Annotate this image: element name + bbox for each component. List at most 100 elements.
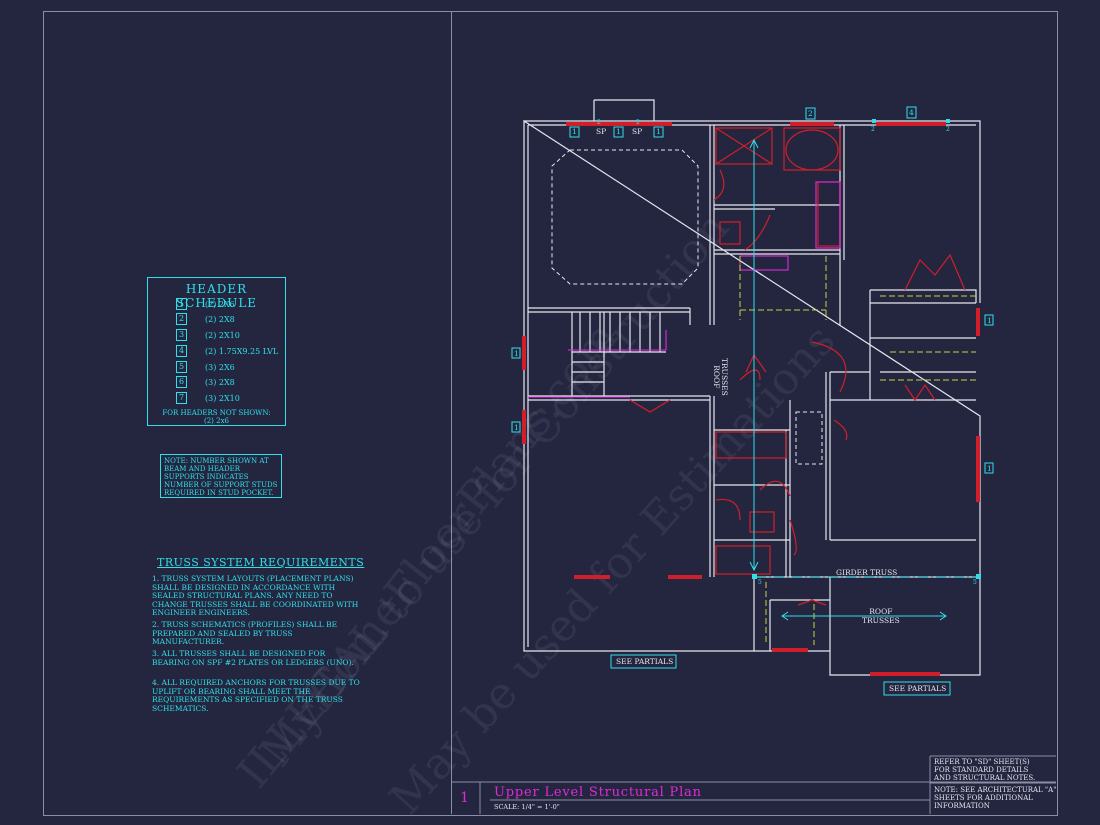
exterior-wall bbox=[829, 577, 981, 676]
shower bbox=[715, 127, 773, 165]
header-schedule-row: 2(2) 2X8 bbox=[176, 313, 235, 325]
see-partials-box bbox=[610, 654, 677, 669]
see-partials-label: SEE PARTIALS bbox=[889, 684, 947, 693]
header-tag bbox=[805, 107, 816, 120]
see-partials-label: SEE PARTIALS bbox=[616, 657, 674, 666]
tub bbox=[785, 129, 839, 171]
interior-wall bbox=[869, 289, 977, 400]
exterior-wall bbox=[523, 119, 981, 652]
header-schedule-title: HEADER SCHEDULE bbox=[175, 282, 258, 310]
trusses-roof-label: TRUSSES ROOF bbox=[712, 358, 729, 396]
header-schedule-row: 7(3) 2X10 bbox=[176, 392, 240, 404]
header-beam bbox=[790, 122, 834, 126]
stud-pocket bbox=[976, 574, 981, 579]
interior-wall bbox=[714, 429, 790, 541]
title-block-border bbox=[929, 755, 1056, 814]
header-schedule-row: 4(2) 1.75X9.25 LVL bbox=[176, 345, 278, 357]
interior-wall bbox=[528, 307, 691, 325]
stud-count: 2 bbox=[636, 119, 640, 126]
header-tag-number: 4 bbox=[909, 108, 914, 117]
interior-wall bbox=[709, 396, 715, 577]
stud-count: 2 bbox=[597, 119, 601, 126]
header-schedule-footer: FOR HEADERS NOT SHOWN: (2) 2x6 bbox=[162, 409, 271, 425]
stud-count: 5 bbox=[973, 579, 977, 586]
exterior-wall bbox=[527, 124, 976, 647]
vaulted-ceiling-outline bbox=[551, 149, 699, 285]
header-tag bbox=[511, 421, 521, 433]
interior-wall bbox=[825, 372, 976, 541]
header-tag bbox=[653, 126, 664, 138]
header-tag-number: 1 bbox=[987, 316, 992, 325]
support-post-label: SP bbox=[596, 127, 607, 136]
header-tag bbox=[613, 126, 624, 138]
door-swing bbox=[715, 214, 791, 521]
vanity bbox=[817, 181, 841, 247]
header-tag-number: 1 bbox=[572, 127, 577, 136]
stud-count: 5 bbox=[758, 579, 762, 586]
header-tag bbox=[569, 126, 580, 138]
header-schedule-row: 1(2) 2X6 bbox=[176, 298, 235, 310]
interior-wall bbox=[709, 125, 715, 325]
header-tag bbox=[511, 347, 521, 359]
stud-pocket-note: NOTE: NUMBER SHOWN AT BEAM AND HEADER SU… bbox=[160, 454, 282, 498]
truss-requirement-item: 1. TRUSS SYSTEM LAYOUTS (PLACEMENT PLANS… bbox=[152, 574, 359, 618]
refer-sd-note: REFER TO "SD" SHEET(S) FOR STANDARD DETA… bbox=[934, 758, 1036, 782]
truss-requirement-item: 2. TRUSS SCHEMATICS (PROFILES) SHALL BE … bbox=[152, 620, 338, 647]
fireplace-outline bbox=[795, 411, 823, 465]
roof-truss-arrow bbox=[781, 611, 947, 621]
cabinet bbox=[739, 255, 789, 271]
header-tag-number: 2 bbox=[808, 109, 813, 118]
support-post-label: SP bbox=[632, 127, 643, 136]
door-swing bbox=[904, 253, 966, 402]
chimney-bump bbox=[593, 99, 655, 121]
door-swing bbox=[713, 169, 848, 556]
header-schedule-row: 5(3) 2X6 bbox=[176, 361, 235, 373]
roof-trusses-label: ROOF TRUSSES bbox=[862, 607, 900, 625]
header-schedule-row: 3(2) 2X10 bbox=[176, 329, 240, 341]
header-tag bbox=[984, 462, 994, 474]
cabinet bbox=[815, 181, 841, 249]
header-beam bbox=[976, 436, 980, 502]
title-block-border bbox=[451, 781, 1056, 814]
stud-pocket bbox=[752, 574, 757, 579]
interior-wall bbox=[714, 204, 840, 210]
truss-requirement-item: 4. ALL REQUIRED ANCHORS FOR TRUSSES DUE … bbox=[152, 678, 360, 713]
interior-wall bbox=[528, 395, 710, 401]
header-schedule: HEADER SCHEDULE 1(2) 2X6 2(2) 2X8 3(2) 2… bbox=[147, 277, 286, 426]
toilet bbox=[749, 511, 775, 533]
header-beam bbox=[566, 122, 672, 126]
truss-span-arrow bbox=[749, 138, 759, 572]
toilet bbox=[719, 221, 741, 245]
tub bbox=[783, 127, 841, 171]
header-tag-number: 1 bbox=[616, 127, 621, 136]
shower bbox=[715, 127, 773, 165]
stud-pocket bbox=[946, 119, 950, 123]
header-tag bbox=[906, 106, 917, 119]
stud-pocket bbox=[872, 119, 876, 123]
sheet-number: 1 bbox=[460, 790, 469, 806]
header-beam bbox=[522, 336, 526, 370]
interior-wall bbox=[870, 337, 976, 373]
stair-treads bbox=[572, 361, 604, 383]
stair-rail bbox=[528, 330, 667, 398]
interior-wall bbox=[830, 371, 976, 401]
truss-requirements-title: TRUSS SYSTEM REQUIREMENTS bbox=[157, 556, 365, 569]
beam bbox=[880, 295, 976, 381]
header-beam bbox=[870, 672, 940, 676]
header-beam bbox=[522, 410, 526, 444]
header-schedule-row: 6(3) 2X8 bbox=[176, 376, 235, 388]
stair bbox=[571, 312, 666, 396]
tub bbox=[715, 545, 771, 575]
see-partials-box bbox=[883, 681, 951, 696]
header-tag-number: 1 bbox=[514, 349, 519, 358]
architectural-note: NOTE: SEE ARCHITECTURAL "A" SHEETS FOR A… bbox=[934, 786, 1057, 810]
sheet-divider bbox=[451, 11, 452, 814]
drawing-title: Upper Level Structural Plan bbox=[494, 785, 702, 800]
header-tag bbox=[984, 314, 994, 326]
header-tag-number: 1 bbox=[514, 423, 519, 432]
interior-wall bbox=[769, 599, 830, 651]
drawing-scale: SCALE: 1/4" = 1'-0" bbox=[494, 803, 560, 811]
vanity bbox=[715, 431, 787, 459]
stud-count: 2 bbox=[871, 126, 875, 133]
